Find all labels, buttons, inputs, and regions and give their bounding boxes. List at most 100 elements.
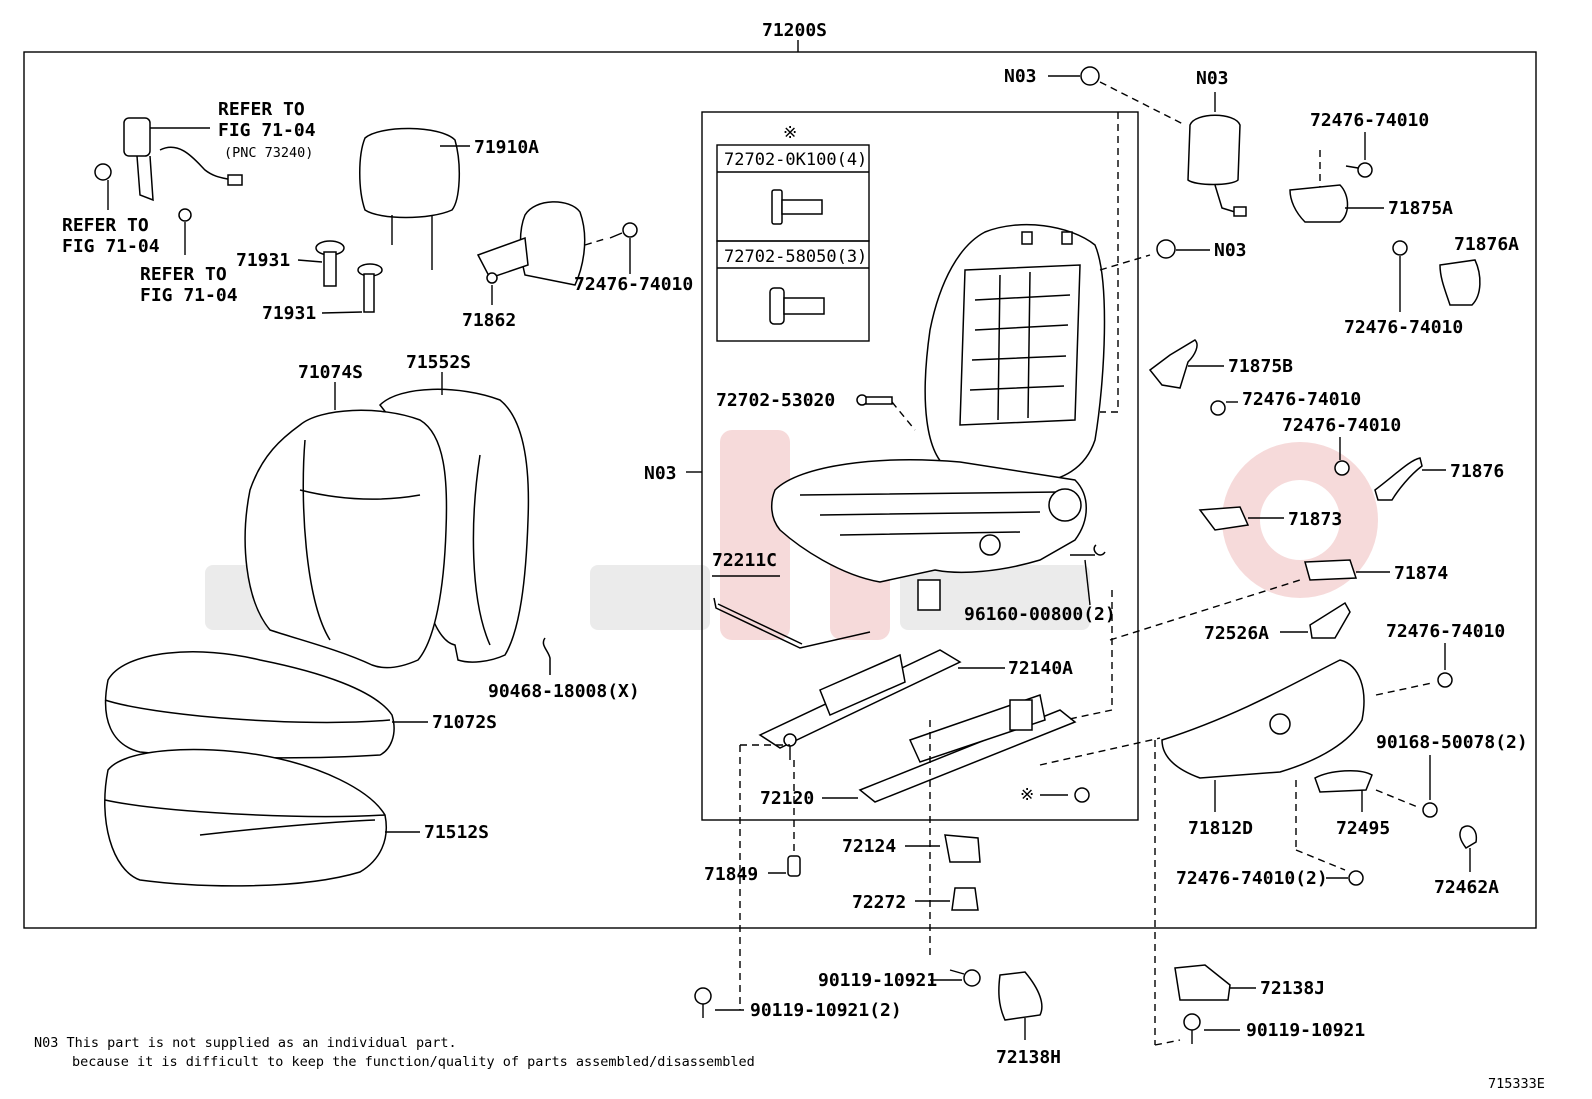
plug-icon [787,855,801,877]
headrest [359,127,461,270]
assembly-label: 71200S [762,20,827,41]
refer-note-3a: REFER TO [140,264,227,285]
bolt-icon [1183,1013,1201,1044]
screw-icon [1210,400,1226,416]
screw-icon [1392,240,1408,256]
bracket-71874 [1304,559,1358,581]
callout-72476-74010-3: 72476-74010 [1344,317,1463,338]
callout-72120: 72120 [760,788,814,809]
seat-wire [713,597,871,649]
callout-90119-10921-a: 90119-10921 [818,970,937,991]
headrest-guide [315,240,383,313]
callout-71512S: 71512S [424,822,489,843]
callout-71876: 71876 [1450,461,1504,482]
bolt-icon [856,394,893,406]
callout-72462A: 72462A [1434,877,1499,898]
seat-track-lower [858,694,1077,803]
bolt-icon [769,287,825,325]
callout-72476-74010-2: 72476-74010 [1310,110,1429,131]
bolt-icon [949,969,981,987]
footnote-line-2: because it is difficult to keep the func… [72,1054,755,1070]
callout-72476-74010-7: 72476-74010(2) [1176,868,1328,889]
callout-71874: 71874 [1394,563,1448,584]
footnote-line-1: N03 This part is not supplied as an indi… [34,1035,457,1051]
screw-icon [1422,802,1438,818]
screw-icon [1437,672,1453,688]
screw-icon [609,222,638,239]
bracket-71873 [1198,506,1250,531]
seatback-frame-inset [701,111,1139,821]
callout-71862: 71862 [462,310,516,331]
callout-72476-74010-5: 72476-74010 [1282,415,1401,436]
callout-72476-74010-4: 72476-74010 [1242,389,1361,410]
callout-72476-74010-6: 72476-74010 [1386,621,1505,642]
refer-note-3b: FIG 71-04 [140,285,238,306]
seat-cushion-frame [770,459,1087,611]
track-clip [951,887,979,911]
callout-71931-b: 71931 [262,303,316,324]
recliner-cover-outer [1289,184,1349,223]
callout-72140A: 72140A [1008,658,1073,679]
refer-note-1b: FIG 71-04 [218,120,316,141]
callout-90168-50078: 90168-50078(2) [1376,732,1528,753]
callout-71931-a: 71931 [236,250,290,271]
callout-N03-left: N03 [644,463,677,484]
callout-90119-10921-b: 90119-10921(2) [750,1000,902,1021]
height-adjust-knob [1314,770,1373,793]
assembly-frame [23,51,1537,929]
callout-71074S: 71074S [298,362,363,383]
refer-note-2b: FIG 71-04 [62,236,160,257]
bolt-table: ※ 72702-0K100(4) 72702-58050(3) [716,123,870,342]
table-row-2: 72702-58050(3) [724,247,867,267]
seat-cushion-cover [104,651,395,759]
callout-72211C: 72211C [712,550,777,571]
side-airbag [1187,114,1247,217]
track-end-cover-j [1174,964,1231,1001]
nut-icon [1080,66,1100,86]
callout-72495: 72495 [1336,818,1390,839]
callout-71910A: 71910A [474,137,539,158]
callout-N03-right: N03 [1214,240,1247,261]
seatback-cover [244,388,530,669]
callout-71072S: 71072S [432,712,497,733]
seat-side-cover [476,201,586,286]
track-cover [944,834,981,863]
callout-72476-74010-1: 72476-74010 [574,274,693,295]
callout-72138J: 72138J [1260,978,1325,999]
track-end-cover-h [998,971,1043,1021]
callout-71873: 71873 [1288,509,1342,530]
seat-cushion-pad [104,748,387,887]
callout-N03-top-2: N03 [1196,68,1229,89]
screw-icon [1074,787,1090,803]
table-mark: ※ [783,123,797,143]
callout-72526A: 72526A [1204,623,1269,644]
callout-71552S: 71552S [406,352,471,373]
callout-90468-18008: 90468-18008(X) [488,681,640,702]
callout-71875A: 71875A [1388,198,1453,219]
lever-knob-72526A [1309,601,1351,639]
cap-72462A [1459,825,1478,849]
seat-track-upper [758,649,962,760]
screw-icon [1348,870,1364,886]
callout-72124: 72124 [842,836,896,857]
callout-72272: 72272 [852,892,906,913]
seat-cushion-shield [1161,659,1365,779]
callout-72138H: 72138H [996,1047,1061,1068]
refer-note-2a: REFER TO [62,215,149,236]
nut-icon [1156,239,1176,259]
callout-90119-10921-c: 90119-10921 [1246,1020,1365,1041]
callout-72702-53020: 72702-53020 [716,390,835,411]
seatback-frame [924,223,1106,483]
callout-71812D: 71812D [1188,818,1253,839]
callout-N03-top-1: N03 [1004,66,1037,87]
callout-71876A: 71876A [1454,234,1519,255]
bolt-icon [771,189,823,225]
callout-96160-00800: 96160-00800(2) [964,604,1116,625]
refer-note-1a: REFER TO [218,99,305,120]
recliner-release-lever [1374,457,1423,501]
seat-belt-buckle [94,117,243,222]
refer-note-1c: (PNC 73240) [224,145,313,161]
table-row-1: 72702-0K100(4) [724,150,867,170]
screw-icon [1334,460,1350,476]
